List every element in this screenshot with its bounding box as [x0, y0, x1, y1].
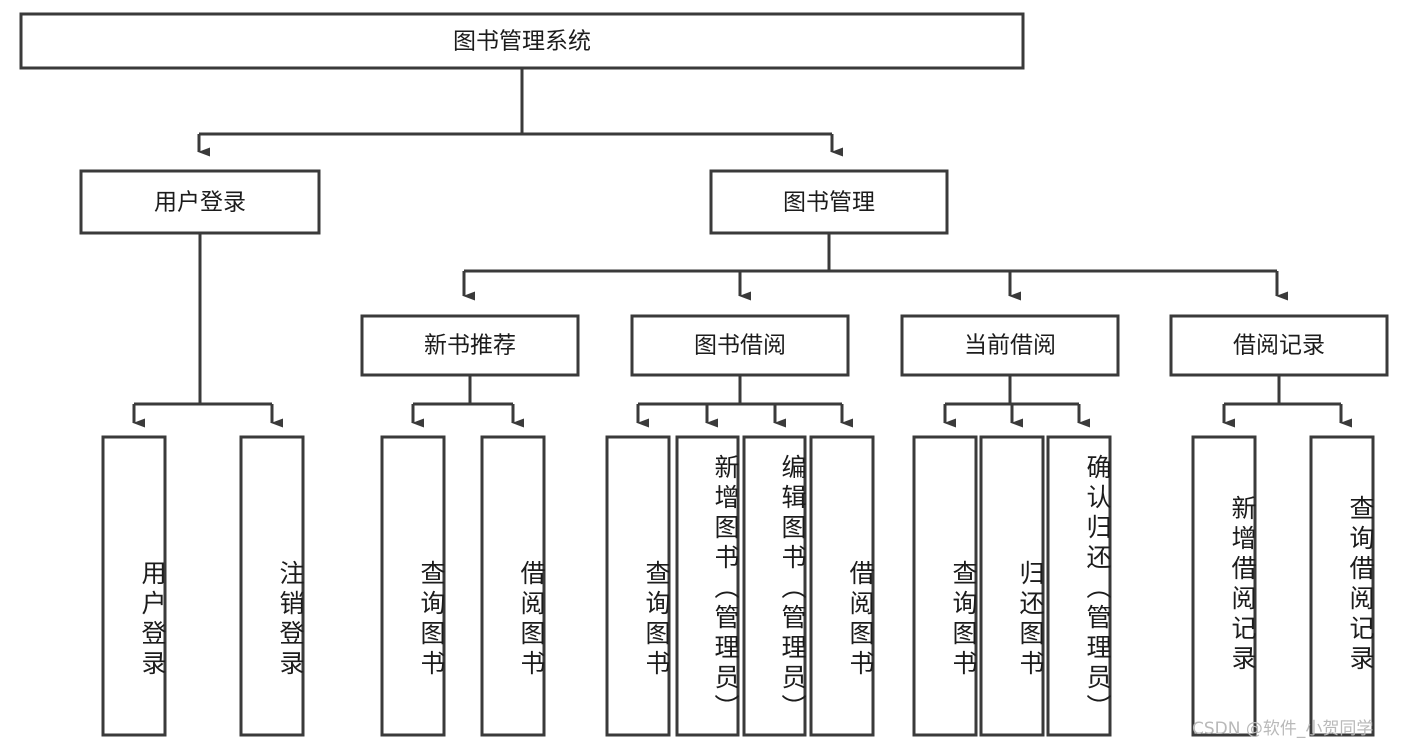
node-user-login-label: 用户登录 [154, 190, 246, 216]
leaf-box-add-borrow-record[interactable] [1191, 435, 1257, 737]
leaf-box-add-book-admin[interactable] [675, 435, 740, 737]
leaf-box-return-book[interactable] [979, 435, 1045, 737]
leaf-box-confirm-return-admin[interactable] [1046, 435, 1112, 737]
node-new-book-recommend-box[interactable] [360, 314, 580, 377]
node-book-borrow-label: 图书借阅 [694, 333, 786, 359]
node-current-borrow-box[interactable] [900, 314, 1120, 377]
node-borrow-record-box[interactable] [1169, 314, 1389, 377]
leaf-box-query-book-cb[interactable] [912, 435, 978, 737]
leaf-box-borrow-book-nb[interactable] [480, 435, 546, 737]
node-borrow-record-label: 借阅记录 [1233, 333, 1325, 359]
node-book-manage-label: 图书管理 [783, 190, 875, 216]
node-book-borrow-box[interactable] [630, 314, 850, 377]
leaf-box-user-login[interactable] [101, 435, 167, 737]
leaf-box-edit-book-admin[interactable] [742, 435, 807, 737]
node-current-borrow-label: 当前借阅 [964, 333, 1056, 359]
leaf-box-query-borrow-record[interactable] [1309, 435, 1375, 737]
leaf-box-borrow-book-bb[interactable] [809, 435, 875, 737]
node-book-manage-box[interactable] [709, 169, 949, 235]
watermark-csdn: CSDN @软件_小贺同学 [1192, 719, 1374, 739]
node-new-book-recommend-label: 新书推荐 [424, 333, 516, 359]
node-root-label: 图书管理系统 [453, 29, 591, 55]
leaf-box-logout[interactable] [239, 435, 305, 737]
leaf-box-query-book-bb[interactable] [605, 435, 671, 737]
node-root-box[interactable] [19, 12, 1025, 70]
leaf-box-query-book-nb[interactable] [380, 435, 446, 737]
